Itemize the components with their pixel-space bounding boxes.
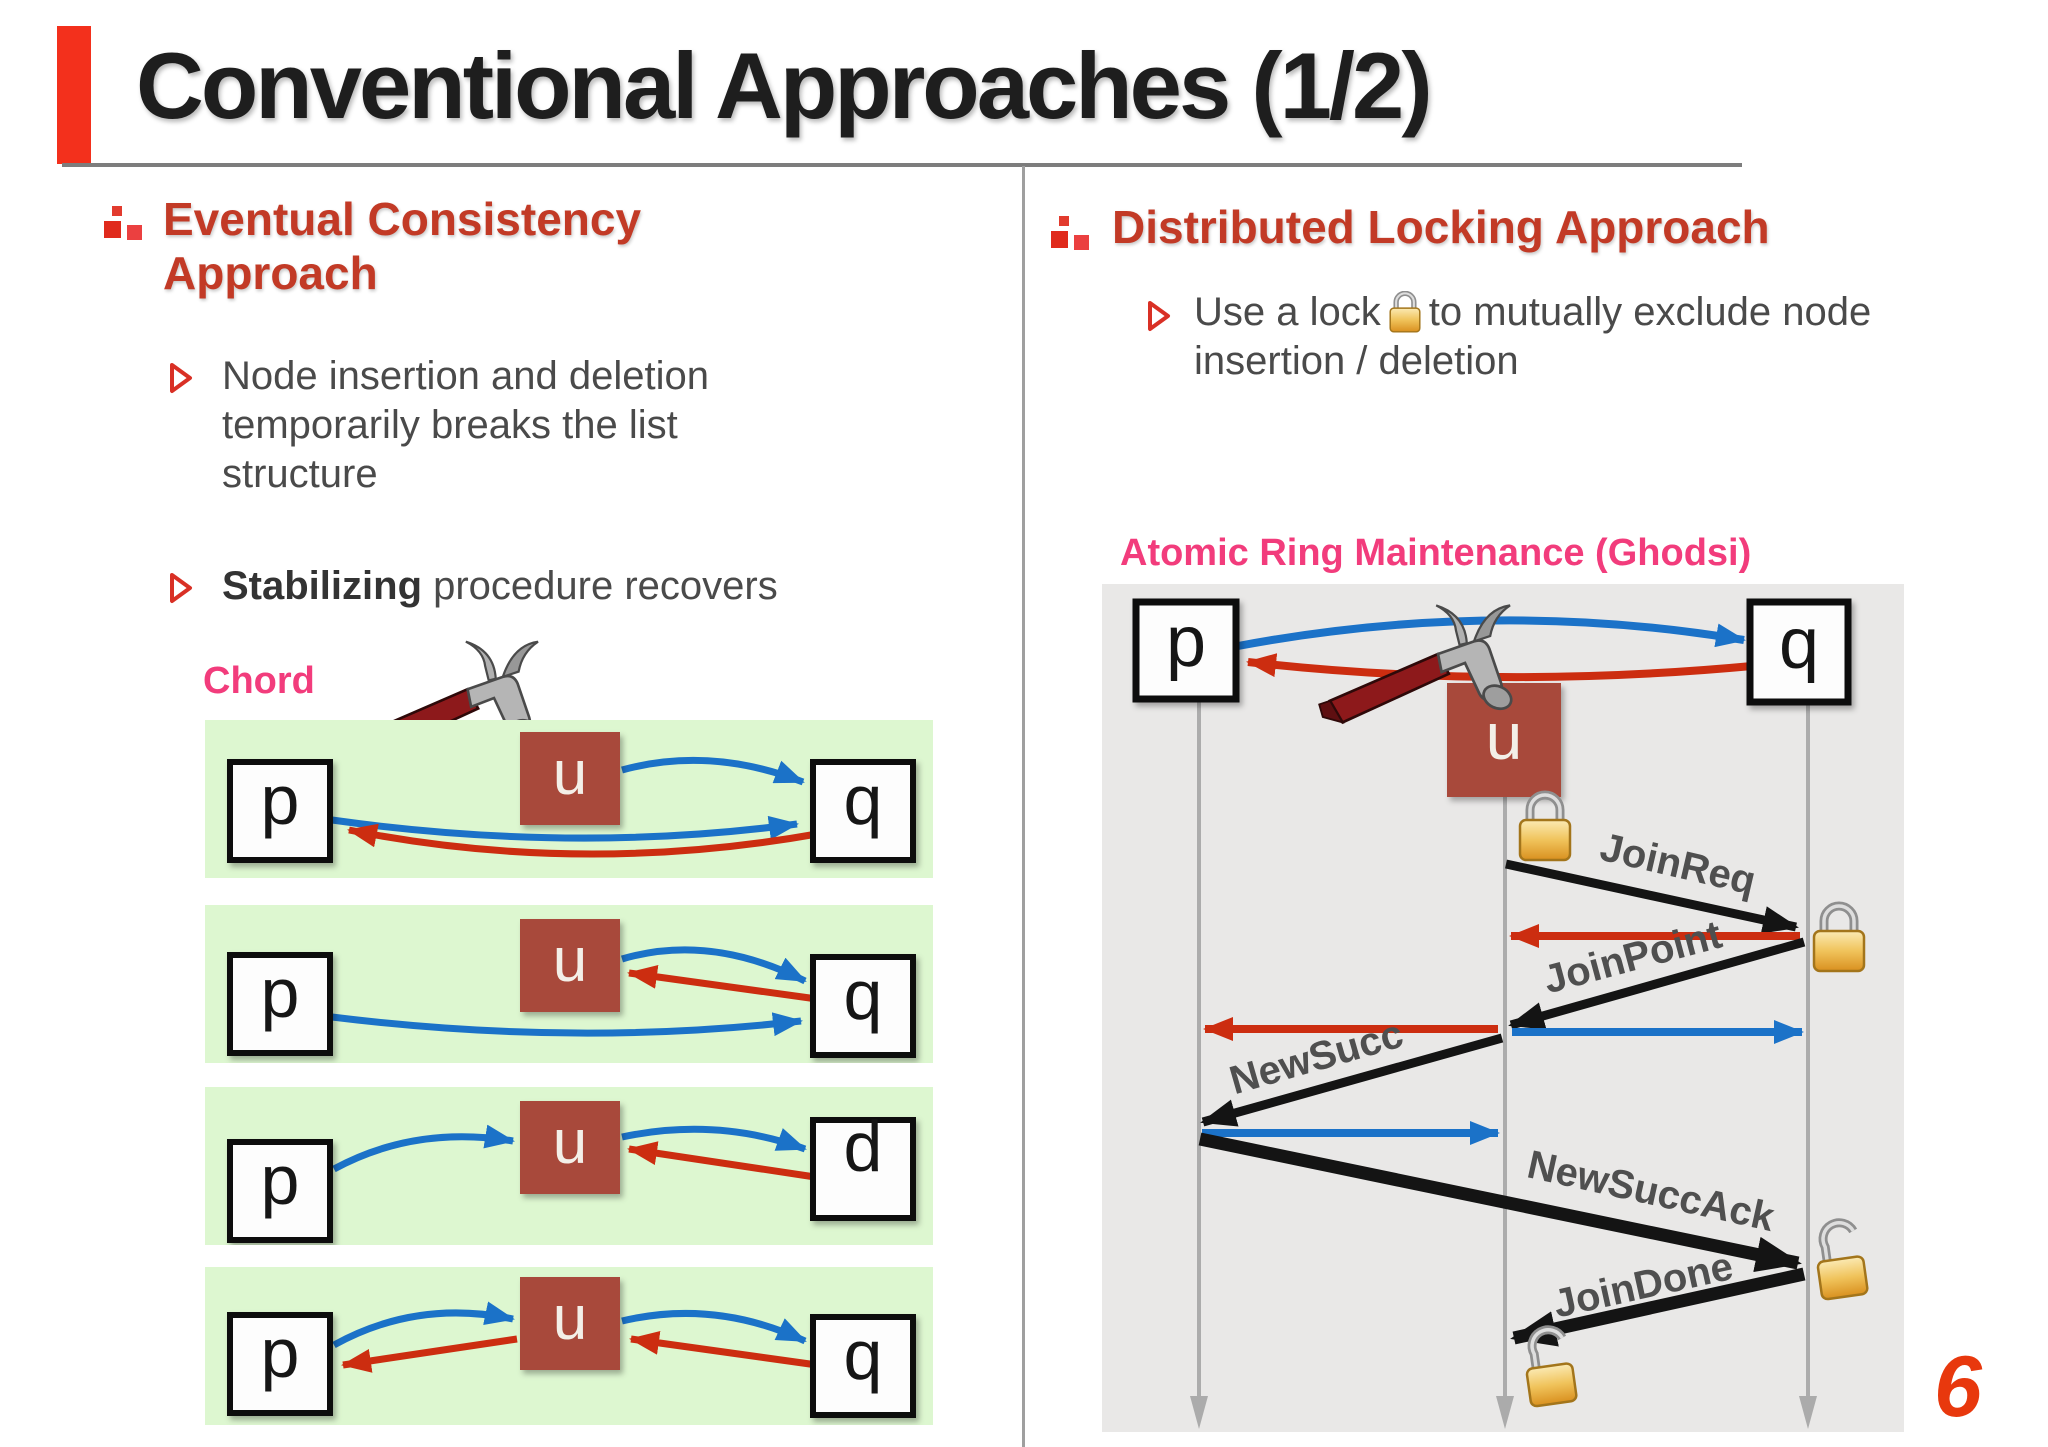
node-p: p <box>227 1312 333 1416</box>
arrow-joinreq <box>1505 859 1799 934</box>
chord-label: Chord <box>203 660 315 702</box>
chord-panel-1: p u q <box>205 720 933 878</box>
title-accent-bar <box>57 26 91 164</box>
arrow-newsuccack <box>1198 1132 1802 1273</box>
node-q: q <box>810 954 916 1058</box>
bullet-text-pre: Use a lock <box>1194 290 1381 334</box>
triangle-bullet-icon <box>170 363 192 393</box>
arrow-q-to-p-red <box>347 823 818 858</box>
lifeline-q-arrowhead <box>1799 1396 1817 1429</box>
sequence-diagram: p q u JoinReq JoinPoint <box>1102 584 1904 1432</box>
node-p: p <box>1132 598 1240 703</box>
node-p: p <box>227 952 333 1056</box>
chord-panel-2: p u q <box>205 905 933 1063</box>
node-q: q <box>1746 598 1852 706</box>
node-p: p <box>227 759 333 863</box>
arrow-newsucc <box>1200 1033 1504 1127</box>
arrow-u-to-q-blue <box>621 1309 807 1345</box>
node-q: q <box>810 1117 916 1221</box>
atomic-ring-label: Atomic Ring Maintenance (Ghodsi) <box>1120 532 1752 574</box>
arrow-u-to-q-blue <box>621 756 805 786</box>
node-q: q <box>810 1314 916 1418</box>
squares-bullet-icon <box>104 206 144 244</box>
svg-text:p: p <box>261 954 300 1032</box>
arrow-joinpoint <box>1508 937 1806 1030</box>
svg-text:q: q <box>844 761 883 839</box>
node-u: u <box>520 919 620 1012</box>
lifeline-u-arrowhead <box>1496 1396 1514 1429</box>
left-heading: Eventual Consistency Approach <box>163 193 642 300</box>
arrow-p-to-u-blue <box>332 1301 515 1349</box>
svg-text:u: u <box>553 1284 587 1353</box>
node-u: u <box>520 1101 620 1194</box>
svg-text:p: p <box>1166 602 1206 682</box>
arrow-u-to-p-red <box>341 1335 518 1373</box>
arrow-q-to-u-red <box>629 1330 818 1369</box>
svg-text:q: q <box>844 1119 883 1197</box>
page-title: Conventional Approaches (1/2) <box>136 33 1433 138</box>
arrow-joindone <box>1510 1267 1806 1347</box>
svg-text:p: p <box>261 761 300 839</box>
lock-closed-icon <box>1389 291 1421 333</box>
bullet-rest: procedure recovers <box>422 564 778 608</box>
node-q: q <box>810 759 916 863</box>
title-underline <box>62 163 1742 167</box>
svg-text:u: u <box>553 739 587 808</box>
left-bullet-1: Node insertion and deletion temporarily … <box>222 354 710 496</box>
arrow-u-to-q-blue <box>621 946 807 985</box>
triangle-bullet-icon <box>170 573 192 603</box>
svg-text:u: u <box>553 926 587 995</box>
triangle-bullet-icon <box>1148 301 1170 331</box>
node-u: u <box>520 732 620 825</box>
arrow-p-to-u-blue <box>332 1124 515 1173</box>
page-number: 6 <box>1934 1339 1982 1435</box>
svg-text:p: p <box>261 1141 300 1219</box>
svg-text:p: p <box>261 1314 300 1392</box>
chord-panel-3: p u q <box>205 1087 933 1245</box>
node-u: u <box>520 1277 620 1370</box>
column-divider <box>1022 166 1025 1447</box>
arrow-p-to-q-blue <box>331 1012 803 1037</box>
arrow-q-to-u-red <box>627 1141 816 1181</box>
chord-panel-4: p u q <box>205 1267 933 1425</box>
arrow-u-to-q-blue <box>621 1125 807 1153</box>
svg-text:q: q <box>844 956 883 1034</box>
svg-text:q: q <box>844 1316 883 1394</box>
bullet-bold-lead: Stabilizing <box>222 564 422 608</box>
arrow-q-to-u-red <box>627 964 818 1003</box>
left-bullet-2: Stabilizing procedure recovers <box>222 562 882 611</box>
svg-text:u: u <box>1486 699 1523 773</box>
arrow-p-to-q-blue <box>331 815 799 842</box>
svg-text:q: q <box>1779 604 1819 684</box>
squares-bullet-icon <box>1051 216 1091 254</box>
node-p: p <box>227 1139 333 1243</box>
svg-text:u: u <box>553 1108 587 1177</box>
lifeline-p-arrowhead <box>1190 1396 1208 1429</box>
right-heading: Distributed Locking Approach <box>1112 201 1770 253</box>
bullet-text-post: to mutually exclude node insertion / del… <box>1194 290 1872 383</box>
